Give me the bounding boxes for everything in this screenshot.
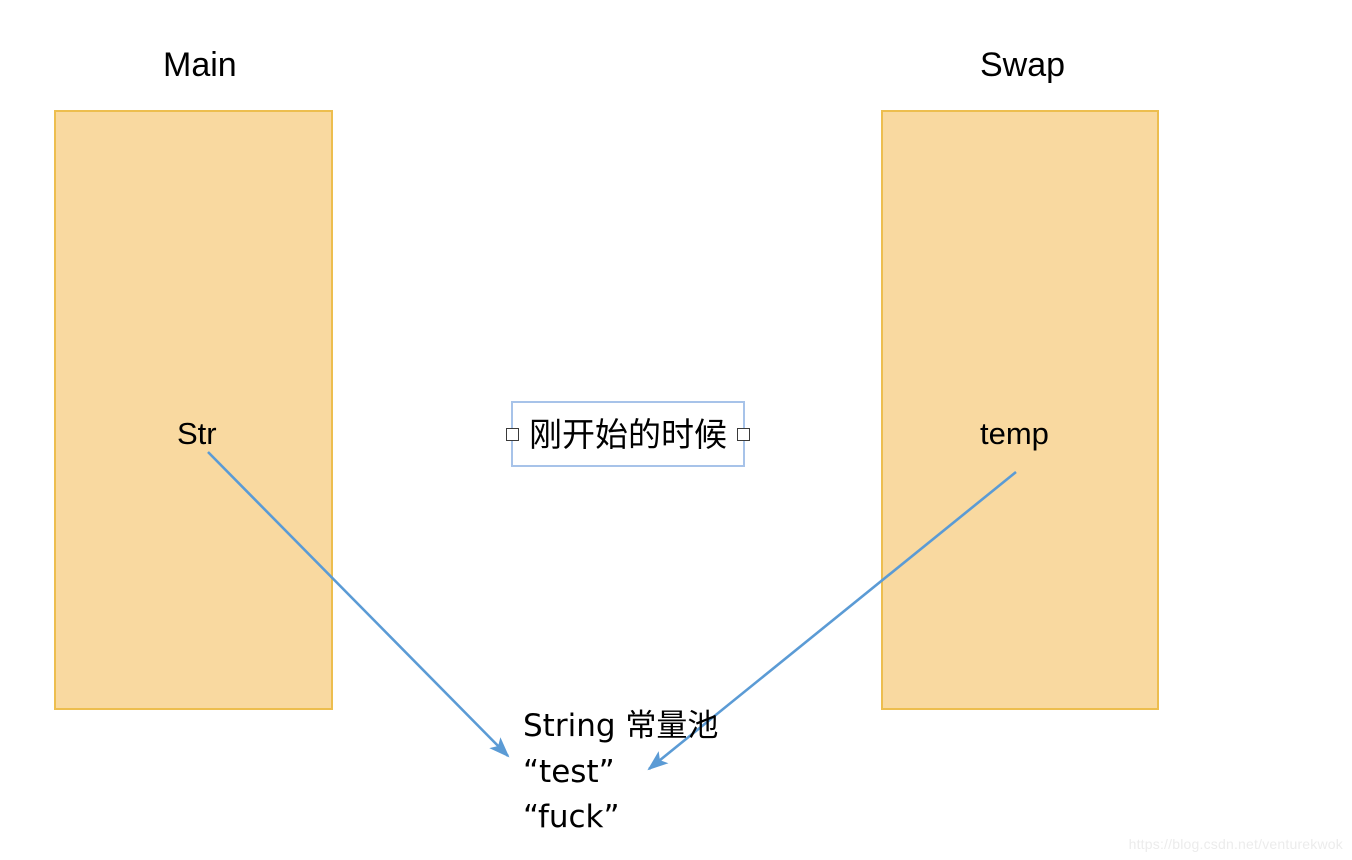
variable-label-temp: temp	[980, 416, 1049, 451]
selected-text-box-label: 刚开始的时候	[529, 414, 727, 454]
string-pool-heading: String 常量池	[523, 708, 719, 744]
frame-title-swap: Swap	[980, 46, 1066, 84]
frame-title-main: Main	[163, 46, 237, 84]
stack-frame-main[interactable]	[54, 110, 333, 710]
string-constant-pool: String 常量池 “test” “fuck”	[523, 704, 823, 841]
string-pool-entry-fuck: “fuck”	[523, 799, 620, 836]
selected-text-box[interactable]: 刚开始的时候	[506, 401, 750, 467]
watermark: https://blog.csdn.net/venturekwok	[1128, 836, 1343, 852]
selection-handle-middle-left[interactable]	[506, 427, 519, 441]
stack-frame-swap[interactable]	[881, 110, 1159, 710]
string-pool-entry-test: “test”	[523, 753, 615, 790]
selection-handle-middle-right[interactable]	[737, 427, 750, 441]
variable-label-str: Str	[177, 416, 217, 451]
